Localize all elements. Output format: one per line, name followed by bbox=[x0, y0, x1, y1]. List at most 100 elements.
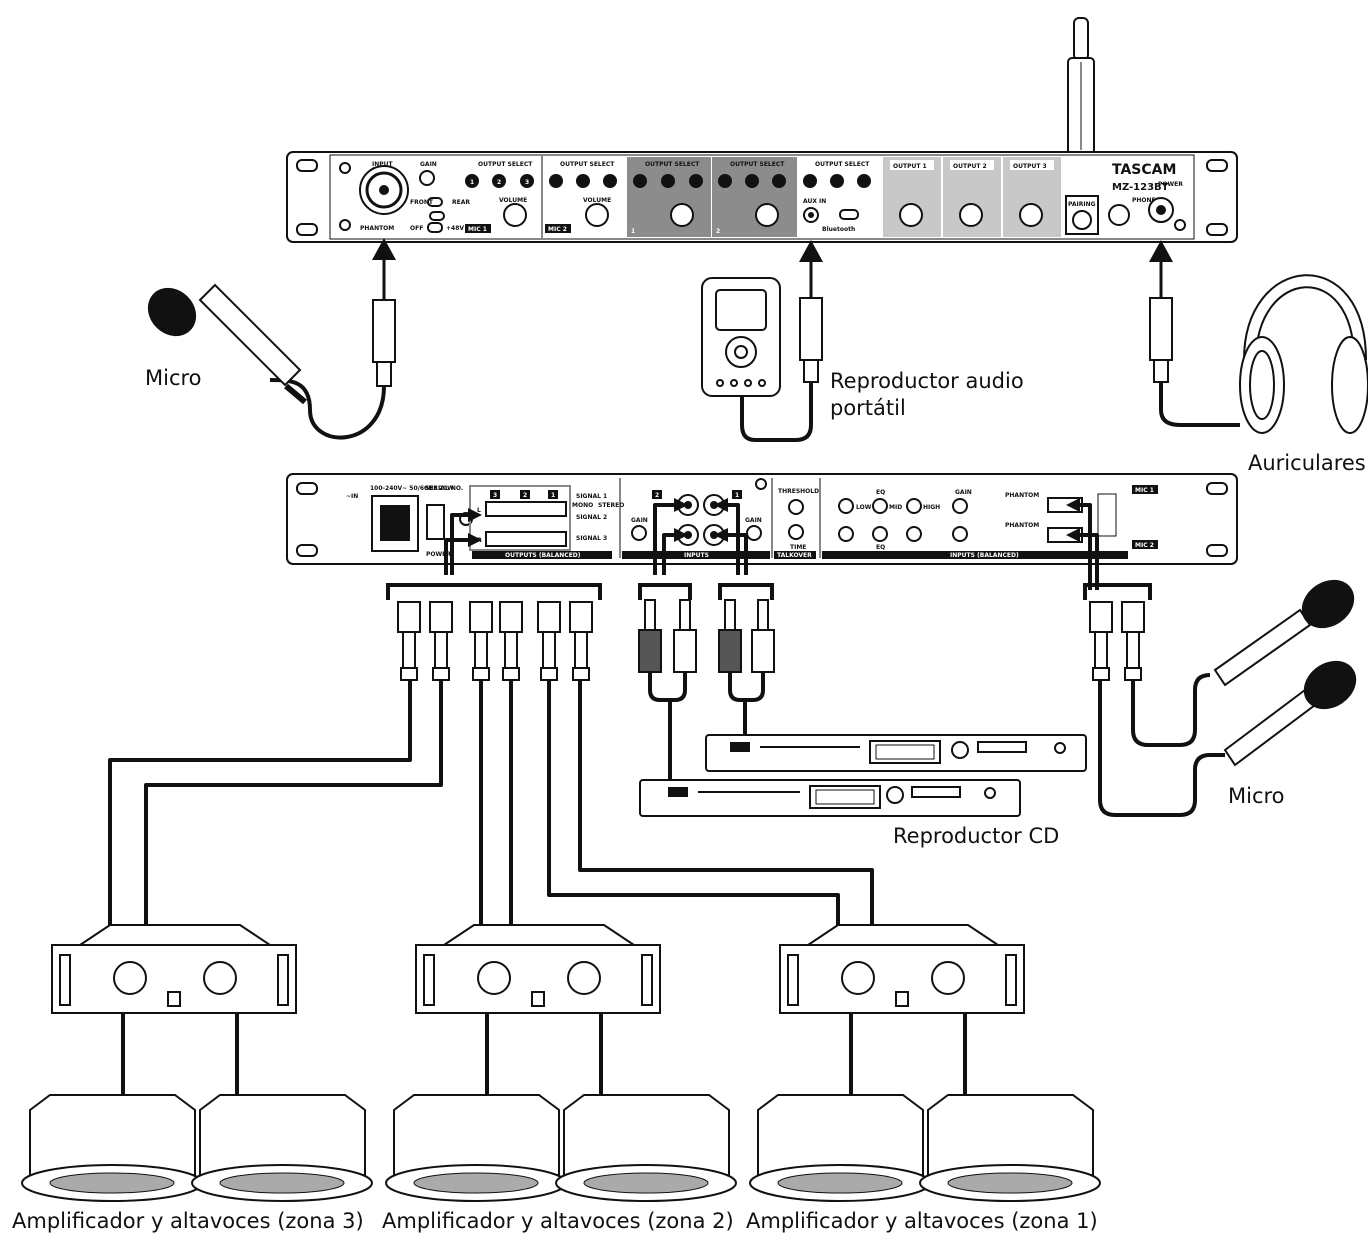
aux-bluetooth-switch[interactable] bbox=[839, 209, 859, 220]
mic1-eq-mid-knob[interactable] bbox=[872, 498, 888, 514]
output-terminal-l[interactable] bbox=[485, 501, 567, 517]
select-button-1[interactable] bbox=[549, 174, 563, 188]
svg-text:OUTPUT SELECT: OUTPUT SELECT bbox=[478, 161, 533, 168]
mic2-gain-knob[interactable] bbox=[952, 526, 968, 542]
mic-plug-front bbox=[269, 238, 396, 440]
select-button-1[interactable] bbox=[633, 174, 647, 188]
output-terminal-r[interactable] bbox=[485, 531, 567, 547]
output1-volume-knob[interactable] bbox=[899, 203, 923, 227]
front-rear-switch[interactable] bbox=[427, 197, 443, 207]
svg-text:MONO: MONO bbox=[572, 502, 593, 509]
select-button-3[interactable] bbox=[772, 174, 786, 188]
dip-switches[interactable] bbox=[1097, 493, 1117, 537]
zone1-label: Amplificador y altavoces (zona 1) bbox=[746, 1209, 1098, 1233]
threshold-knob[interactable] bbox=[788, 499, 804, 515]
svg-text:LOW: LOW bbox=[856, 504, 872, 511]
svg-text:2: 2 bbox=[523, 492, 527, 499]
select-button-2[interactable] bbox=[830, 174, 844, 188]
select-button-1[interactable] bbox=[718, 174, 732, 188]
svg-text:~IN: ~IN bbox=[346, 493, 358, 500]
mic-right-label: Micro bbox=[1228, 784, 1285, 808]
rack-hole-icon bbox=[296, 223, 318, 236]
power-switch[interactable] bbox=[426, 504, 445, 540]
output-euroblock-plugs bbox=[397, 601, 593, 681]
zone2-label: Amplificador y altavoces (zona 2) bbox=[382, 1209, 734, 1233]
mic1-gain-knob[interactable] bbox=[419, 170, 435, 186]
svg-text:INPUTS (BALANCED): INPUTS (BALANCED) bbox=[950, 552, 1019, 559]
mic1-volume-knob[interactable] bbox=[503, 203, 527, 227]
time-knob[interactable] bbox=[788, 524, 804, 540]
phones-plug-front bbox=[1149, 240, 1240, 427]
low-high-switch[interactable] bbox=[429, 211, 445, 221]
input1-volume-knob[interactable] bbox=[670, 203, 694, 227]
speaker-icon bbox=[21, 1094, 203, 1202]
select-button-3[interactable] bbox=[603, 174, 617, 188]
select-button-1[interactable] bbox=[465, 174, 479, 188]
microphone-icon bbox=[1213, 579, 1355, 687]
svg-text:VOLUME: VOLUME bbox=[499, 197, 527, 204]
svg-text:POWER: POWER bbox=[1158, 181, 1183, 188]
mic2-eq-high-knob[interactable] bbox=[906, 526, 922, 542]
screw-icon bbox=[339, 162, 351, 174]
phantom-switch[interactable] bbox=[427, 222, 443, 233]
speaker-icon bbox=[555, 1094, 737, 1202]
mic2-eq-mid-knob[interactable] bbox=[872, 526, 888, 542]
cd-player-1 bbox=[705, 734, 1087, 772]
svg-text:PHONES: PHONES bbox=[1132, 197, 1160, 204]
svg-text:+48V: +48V bbox=[446, 225, 464, 232]
svg-text:GAIN: GAIN bbox=[745, 517, 762, 524]
svg-text:REAR: REAR bbox=[452, 199, 470, 206]
svg-text:PAIRING: PAIRING bbox=[1068, 201, 1096, 208]
svg-text:Bluetooth: Bluetooth bbox=[822, 226, 855, 233]
mic1-gain-knob[interactable] bbox=[952, 498, 968, 514]
mic1-eq-high-knob[interactable] bbox=[906, 498, 922, 514]
microphone-icon bbox=[1223, 660, 1357, 767]
amp-knob-icon bbox=[477, 961, 511, 995]
portable-player-icon bbox=[701, 277, 781, 397]
rear-mic-arrows bbox=[1066, 498, 1099, 590]
svg-text:FRONT: FRONT bbox=[410, 199, 434, 206]
screw-icon bbox=[755, 478, 767, 490]
mic2-volume-knob[interactable] bbox=[585, 203, 609, 227]
svg-text:OUTPUT SELECT: OUTPUT SELECT bbox=[560, 161, 615, 168]
speaker-icon bbox=[191, 1094, 373, 1202]
select-button-3[interactable] bbox=[689, 174, 703, 188]
select-button-2[interactable] bbox=[745, 174, 759, 188]
svg-text:POWER: POWER bbox=[426, 551, 451, 558]
output3-volume-knob[interactable] bbox=[1019, 203, 1043, 227]
svg-text:1: 1 bbox=[470, 179, 474, 186]
amp-knob-icon bbox=[203, 961, 237, 995]
select-button-2[interactable] bbox=[661, 174, 675, 188]
svg-text:3: 3 bbox=[493, 492, 497, 499]
rack-hole-icon bbox=[296, 482, 318, 495]
svg-text:OUTPUT SELECT: OUTPUT SELECT bbox=[730, 161, 785, 168]
mic1-eq-low-knob[interactable] bbox=[838, 498, 854, 514]
front-panel: INPUT GAIN FRONT REAR PHANTOM OFF +48V M… bbox=[286, 17, 1238, 243]
phones-volume-knob[interactable] bbox=[1108, 204, 1130, 226]
svg-text:GAIN: GAIN bbox=[955, 489, 972, 496]
microphone-icon bbox=[147, 283, 307, 405]
svg-text:STEREO: STEREO bbox=[598, 502, 624, 509]
output2-volume-knob[interactable] bbox=[959, 203, 983, 227]
select-button-1[interactable] bbox=[803, 174, 817, 188]
input1-gain-knob[interactable] bbox=[746, 525, 762, 541]
input2-gain-knob[interactable] bbox=[631, 525, 647, 541]
rear-rca-arrows bbox=[653, 498, 748, 575]
select-button-3[interactable] bbox=[520, 174, 534, 188]
antenna bbox=[1067, 17, 1095, 155]
select-button-2[interactable] bbox=[576, 174, 590, 188]
svg-text:INPUTS: INPUTS bbox=[684, 552, 709, 559]
amplifier-zone1 bbox=[779, 924, 1025, 1014]
svg-text:OUTPUT SELECT: OUTPUT SELECT bbox=[815, 161, 870, 168]
select-button-2[interactable] bbox=[492, 174, 506, 188]
svg-text:1: 1 bbox=[551, 492, 555, 499]
svg-text:THRESHOLD: THRESHOLD bbox=[778, 488, 819, 495]
speaker-icon bbox=[749, 1094, 931, 1202]
input2-volume-knob[interactable] bbox=[755, 203, 779, 227]
mic1-output-select-buttons: 1 2 3 bbox=[465, 174, 534, 188]
portable-player-label-line2: portátil bbox=[830, 396, 906, 420]
mic2-eq-low-knob[interactable] bbox=[838, 526, 854, 542]
select-button-3[interactable] bbox=[857, 174, 871, 188]
svg-text:MID: MID bbox=[889, 504, 902, 511]
